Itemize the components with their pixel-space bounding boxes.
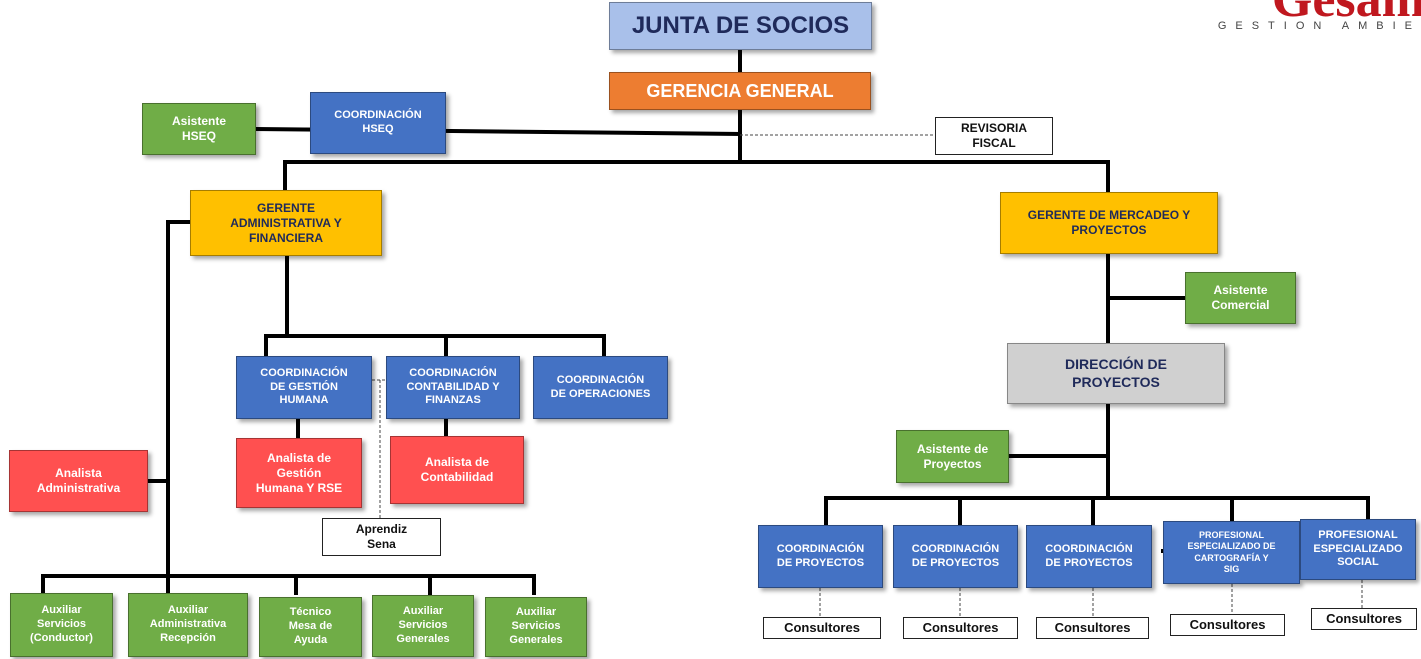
node-junta-de-socios: JUNTA DE SOCIOS — [609, 2, 872, 50]
node-consultores-4: Consultores — [1170, 614, 1285, 636]
node-consultores-5: Consultores — [1311, 608, 1417, 630]
node-consultores-3: Consultores — [1036, 617, 1149, 639]
node-gerencia-general: GERENCIA GENERAL — [609, 72, 871, 110]
node-consultores-1: Consultores — [763, 617, 881, 639]
logo-tagline: GESTION AMBIE — [1217, 20, 1421, 32]
node-consultores-2: Consultores — [903, 617, 1018, 639]
company-logo: Gesam GESTION AMBIE — [1191, 0, 1421, 40]
logo-wordmark: Gesam — [1272, 0, 1421, 29]
